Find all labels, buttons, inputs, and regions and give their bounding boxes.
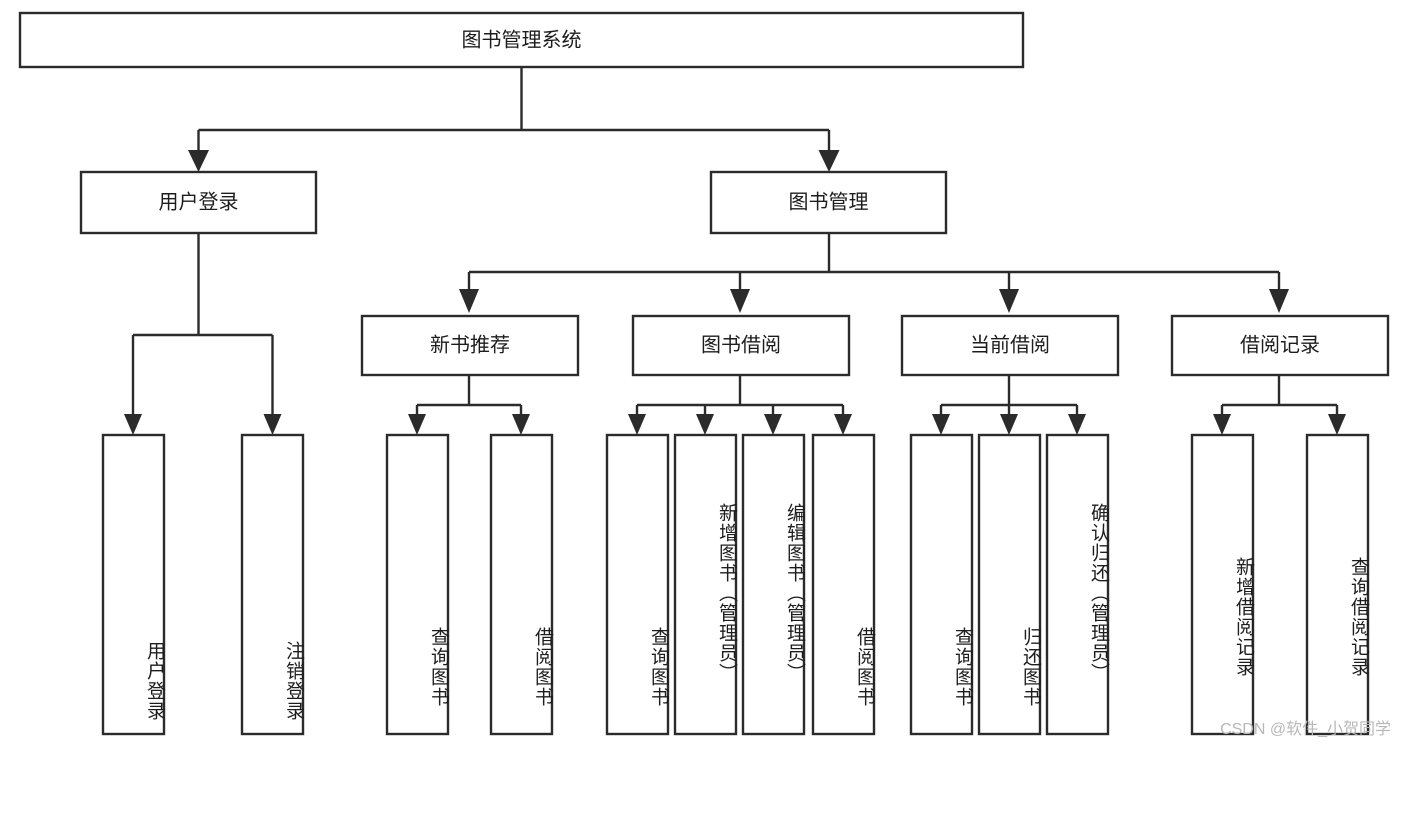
leaf-box-book-borrow-1[interactable] bbox=[605, 433, 670, 736]
leaf-box-group bbox=[101, 433, 1370, 736]
arrowhead-leaf-7 bbox=[764, 414, 782, 435]
arrowhead-leaf-3 bbox=[408, 414, 426, 435]
arrowhead-leaf-12 bbox=[1213, 414, 1231, 435]
leaf-box-borrow-record-2[interactable] bbox=[1305, 433, 1370, 736]
arrowhead-book-borrow bbox=[730, 289, 750, 313]
node-book-manage-box[interactable] bbox=[709, 170, 948, 235]
arrowhead-leaf-9 bbox=[932, 414, 950, 435]
node-root-box[interactable] bbox=[18, 11, 1025, 69]
arrowhead-leaf-11 bbox=[1068, 414, 1086, 435]
node-borrow-record-box[interactable] bbox=[1170, 314, 1390, 377]
leaf-box-current-borrow-1[interactable] bbox=[909, 433, 974, 736]
arrowhead-leaf-10 bbox=[1000, 414, 1018, 435]
node-book-borrow[interactable]: 图书借阅 bbox=[631, 314, 851, 377]
node-borrow-record-label: 借阅记录 bbox=[1240, 333, 1320, 356]
leaf-box-current-borrow-2[interactable] bbox=[977, 433, 1042, 736]
leaf-box-current-borrow-3[interactable] bbox=[1045, 433, 1110, 736]
arrowhead-leaf-4 bbox=[512, 414, 530, 435]
node-current-borrow-box[interactable] bbox=[900, 314, 1120, 377]
arrowhead-group bbox=[124, 150, 1346, 435]
arrowhead-leaf-13 bbox=[1328, 414, 1346, 435]
node-current-borrow[interactable]: 当前借阅 bbox=[900, 314, 1120, 377]
node-root-label: 图书管理系统 bbox=[462, 28, 582, 51]
leaf-box-borrow-record-1[interactable] bbox=[1190, 433, 1255, 736]
leaf-box-book-borrow-4[interactable] bbox=[811, 433, 876, 736]
arrowhead-leaf-2 bbox=[263, 414, 282, 435]
leaf-box-book-borrow-3[interactable] bbox=[741, 433, 806, 736]
node-book-borrow-label: 图书借阅 bbox=[701, 333, 781, 356]
diagram-canvas: 图书管理系统 用户登录 图书管理 新书推荐 图书借阅 当前借阅 借阅记录 bbox=[18, 11, 1391, 738]
arrowhead-leaf-5 bbox=[628, 414, 646, 435]
node-new-book-recommend-label: 新书推荐 bbox=[430, 333, 510, 356]
node-book-borrow-box[interactable] bbox=[631, 314, 851, 377]
node-new-book-recommend[interactable]: 新书推荐 bbox=[360, 314, 580, 377]
node-borrow-record[interactable]: 借阅记录 bbox=[1170, 314, 1390, 377]
flow-svg: 图书管理系统 用户登录 图书管理 新书推荐 图书借阅 当前借阅 借阅记录 bbox=[18, 11, 1390, 736]
node-root[interactable]: 图书管理系统 bbox=[18, 11, 1025, 69]
node-user-login-box[interactable] bbox=[79, 170, 318, 235]
leaf-box-user-login-1[interactable] bbox=[101, 433, 166, 736]
watermark-text: CSDN @软件_小贺同学 bbox=[1220, 721, 1391, 738]
arrowhead-book-manage bbox=[818, 150, 840, 172]
leaf-box-user-login-2[interactable] bbox=[240, 433, 305, 736]
leaf-box-new-book-2[interactable] bbox=[489, 433, 554, 736]
arrowhead-borrow-record bbox=[1269, 289, 1289, 313]
arrowhead-leaf-6 bbox=[696, 414, 714, 435]
arrowhead-leaf-1 bbox=[124, 414, 142, 435]
arrowhead-leaf-8 bbox=[834, 414, 852, 435]
node-user-login[interactable]: 用户登录 bbox=[79, 170, 318, 235]
node-book-manage-label: 图书管理 bbox=[789, 190, 869, 213]
leaf-box-book-borrow-2[interactable] bbox=[673, 433, 738, 736]
node-new-book-recommend-box[interactable] bbox=[360, 314, 580, 377]
arrowhead-current-borrow bbox=[999, 289, 1019, 313]
leaf-box-new-book-1[interactable] bbox=[385, 433, 450, 736]
node-book-manage[interactable]: 图书管理 bbox=[709, 170, 948, 235]
node-current-borrow-label: 当前借阅 bbox=[970, 333, 1050, 356]
arrowhead-user-login bbox=[188, 150, 209, 172]
arrowhead-new-book bbox=[459, 289, 479, 313]
node-user-login-label: 用户登录 bbox=[159, 190, 239, 213]
